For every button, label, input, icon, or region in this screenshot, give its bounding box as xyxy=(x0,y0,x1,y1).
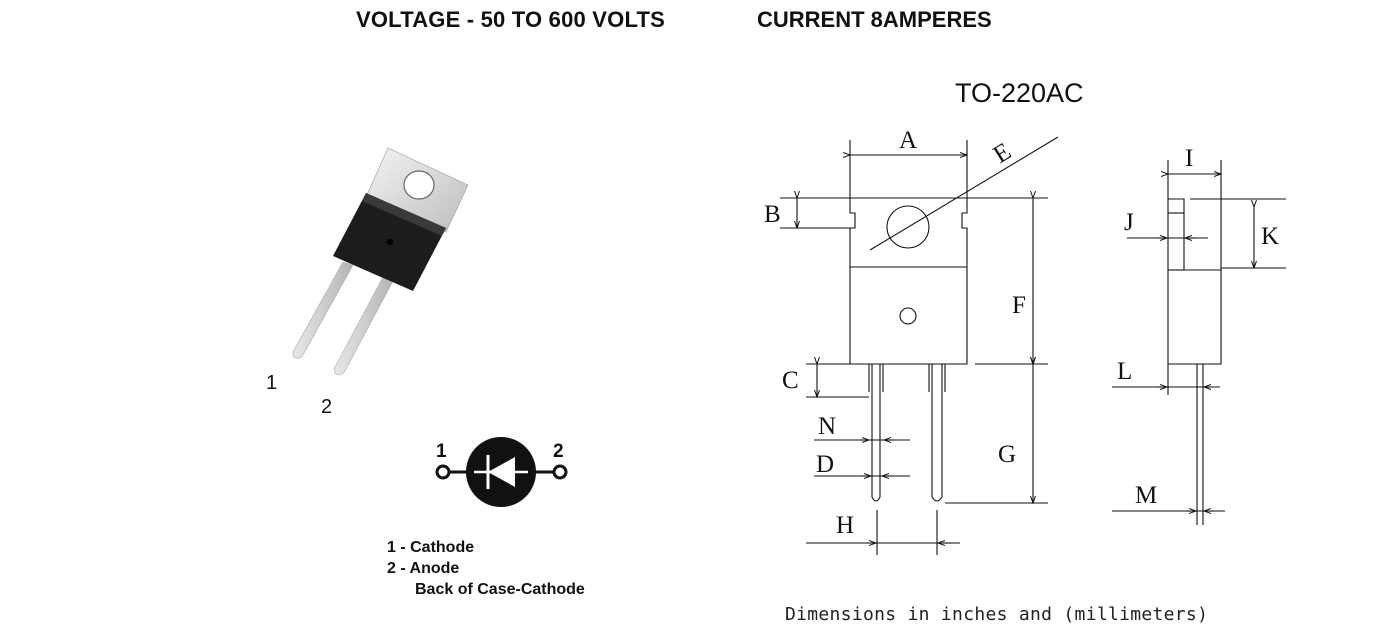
front-view-drawing xyxy=(780,136,1059,555)
dim-label-a: A xyxy=(899,127,917,154)
symbol-terminal-1 xyxy=(435,464,451,480)
dim-label-b: B xyxy=(764,201,781,228)
dim-label-m: M xyxy=(1135,482,1157,509)
dim-label-l: L xyxy=(1117,358,1132,385)
dim-label-h: H xyxy=(836,512,854,539)
package-title: TO-220AC xyxy=(955,78,1084,108)
dim-label-k: K xyxy=(1261,223,1279,250)
symbol-terminal-2 xyxy=(552,464,568,480)
current-rating-heading: CURRENT 8AMPERES xyxy=(757,7,992,32)
dim-label-j: J xyxy=(1124,209,1134,236)
diode-symbol: 1 2 xyxy=(435,437,568,507)
dim-label-g: G xyxy=(998,441,1016,468)
dim-label-f: F xyxy=(1012,292,1026,319)
component-pin2-label: 2 xyxy=(321,396,333,418)
tab-mounting-hole xyxy=(403,170,435,200)
component-metal-tab xyxy=(365,147,469,233)
component-lead-1 xyxy=(292,261,354,359)
dim-label-d: D xyxy=(816,451,834,478)
component-lead-2 xyxy=(333,276,394,376)
dim-label-c: C xyxy=(782,367,799,394)
voltage-rating-heading: VOLTAGE - 50 TO 600 VOLTS xyxy=(356,7,665,32)
side-view-drawing xyxy=(1112,160,1286,525)
pin-legend: 1 - Cathode 2 - Anode Back of Case-Catho… xyxy=(387,537,585,600)
dimensions-note: Dimensions in inches and (millimeters) xyxy=(785,604,1209,625)
component-3d-illustration xyxy=(292,147,469,376)
component-epoxy-body xyxy=(333,193,446,291)
symbol-pin2-label: 2 xyxy=(553,441,564,462)
component-pin1-label: 1 xyxy=(266,372,278,394)
legend-case: Back of Case-Cathode xyxy=(415,581,585,598)
dim-label-n: N xyxy=(818,413,836,440)
legend-anode: 2 - Anode xyxy=(387,560,460,577)
dim-label-i: I xyxy=(1185,145,1193,172)
symbol-pin1-label: 1 xyxy=(436,441,447,462)
legend-cathode: 1 - Cathode xyxy=(387,539,475,556)
